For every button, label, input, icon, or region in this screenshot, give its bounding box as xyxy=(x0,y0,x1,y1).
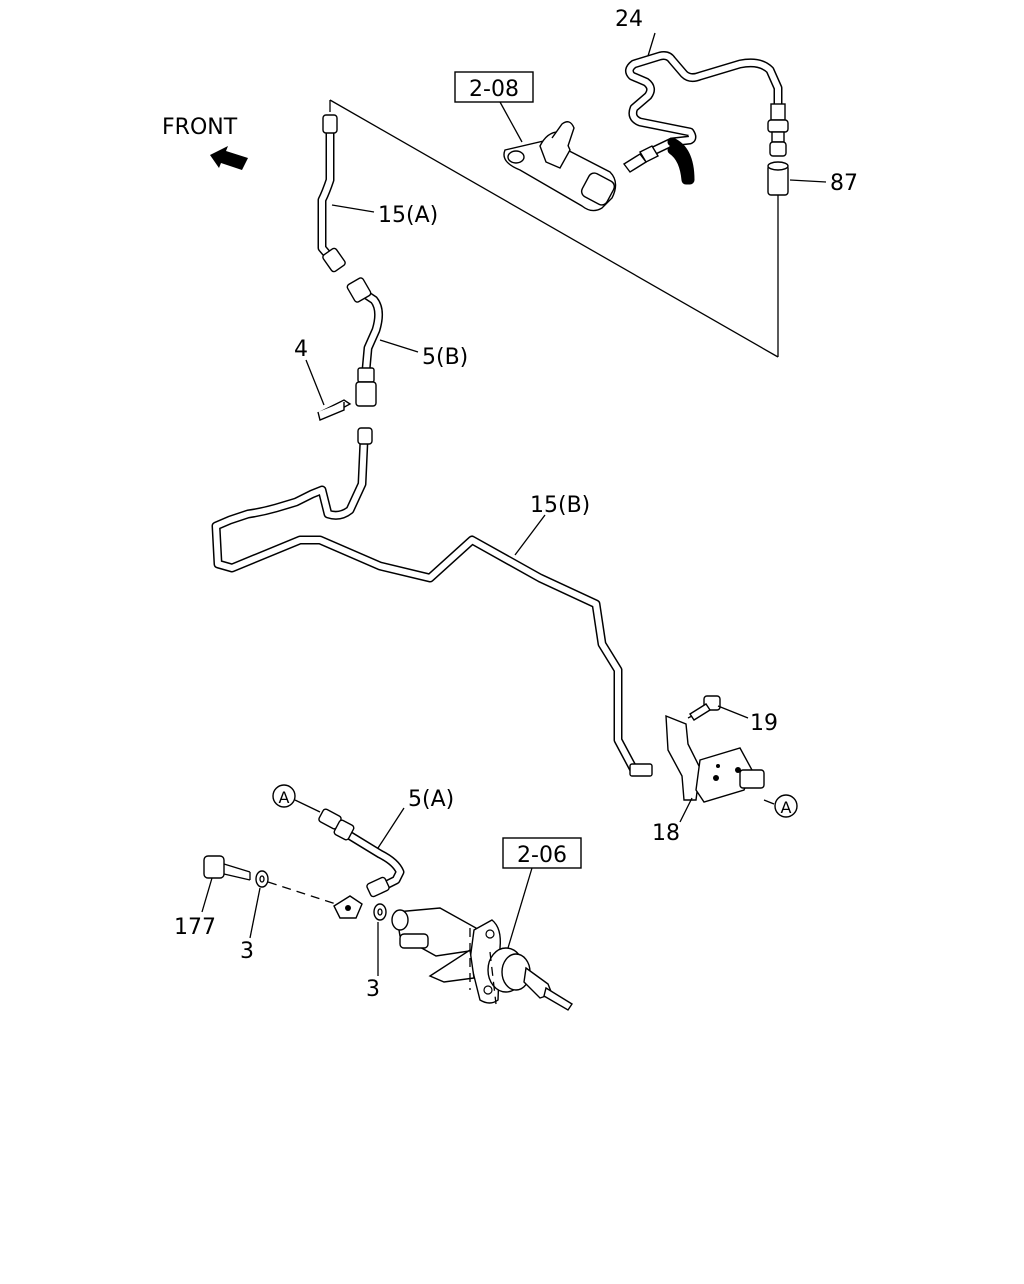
callout-15b: 15(B) xyxy=(530,493,590,518)
clip-4 xyxy=(317,399,352,421)
leader-177 xyxy=(201,877,213,913)
pipe-15a xyxy=(317,114,346,273)
bolt-177 xyxy=(203,855,251,881)
leader-18 xyxy=(679,797,693,823)
leader-87 xyxy=(789,179,827,183)
pipe-24 xyxy=(622,51,789,185)
bracket-18 xyxy=(665,714,765,803)
front-arrow-icon xyxy=(210,146,248,170)
callout-177: 177 xyxy=(174,915,216,940)
callout-3-lower: 3 xyxy=(366,977,380,1002)
hose-5b xyxy=(346,277,384,407)
connector-a-right: A xyxy=(774,794,798,818)
leader-19 xyxy=(717,705,749,719)
slave-cylinder xyxy=(391,907,573,1011)
hose-5a xyxy=(318,808,405,919)
dashed-axis-cylinder-2 xyxy=(489,951,497,1005)
callout-18: 18 xyxy=(652,821,680,846)
leader-5a xyxy=(377,807,405,849)
washer-3-left xyxy=(255,870,269,888)
ref-box-2-08: 2-08 xyxy=(454,71,534,103)
dashed-axis-left xyxy=(267,881,337,905)
ref-box-2-06: 2-06 xyxy=(502,837,582,869)
leader-24 xyxy=(647,32,656,57)
leader-connector-a-right xyxy=(763,799,775,805)
leader-3-left xyxy=(249,887,261,939)
pipe-15b xyxy=(211,427,653,777)
bolt-19 xyxy=(687,695,721,721)
connector-a-right-label: A xyxy=(781,798,792,817)
leader-connector-a-left xyxy=(294,799,321,813)
leader-2-06 xyxy=(507,867,533,949)
connector-a-left-label: A xyxy=(279,788,290,807)
union-87 xyxy=(767,161,789,196)
leader-4 xyxy=(305,359,325,406)
callout-4: 4 xyxy=(294,337,308,362)
assembly-frame-lines xyxy=(329,99,779,358)
leader-5b xyxy=(379,339,419,353)
callout-15a: 15(A) xyxy=(378,203,438,228)
ref-2-08-label: 2-08 xyxy=(469,77,519,102)
callout-19: 19 xyxy=(750,711,778,736)
leader-15b xyxy=(514,514,546,556)
connector-a-left: A xyxy=(272,784,296,808)
callout-3-left: 3 xyxy=(240,939,254,964)
leader-15a xyxy=(331,204,375,213)
master-cylinder xyxy=(503,121,617,212)
ref-2-06-label: 2-06 xyxy=(517,843,567,868)
callout-24: 24 xyxy=(615,7,643,32)
callout-5b: 5(B) xyxy=(422,345,468,370)
washer-3-lower xyxy=(373,903,387,921)
front-label: FRONT xyxy=(162,115,238,140)
callout-87: 87 xyxy=(830,171,858,196)
leader-2-08 xyxy=(499,101,523,143)
callout-5a: 5(A) xyxy=(408,787,454,812)
